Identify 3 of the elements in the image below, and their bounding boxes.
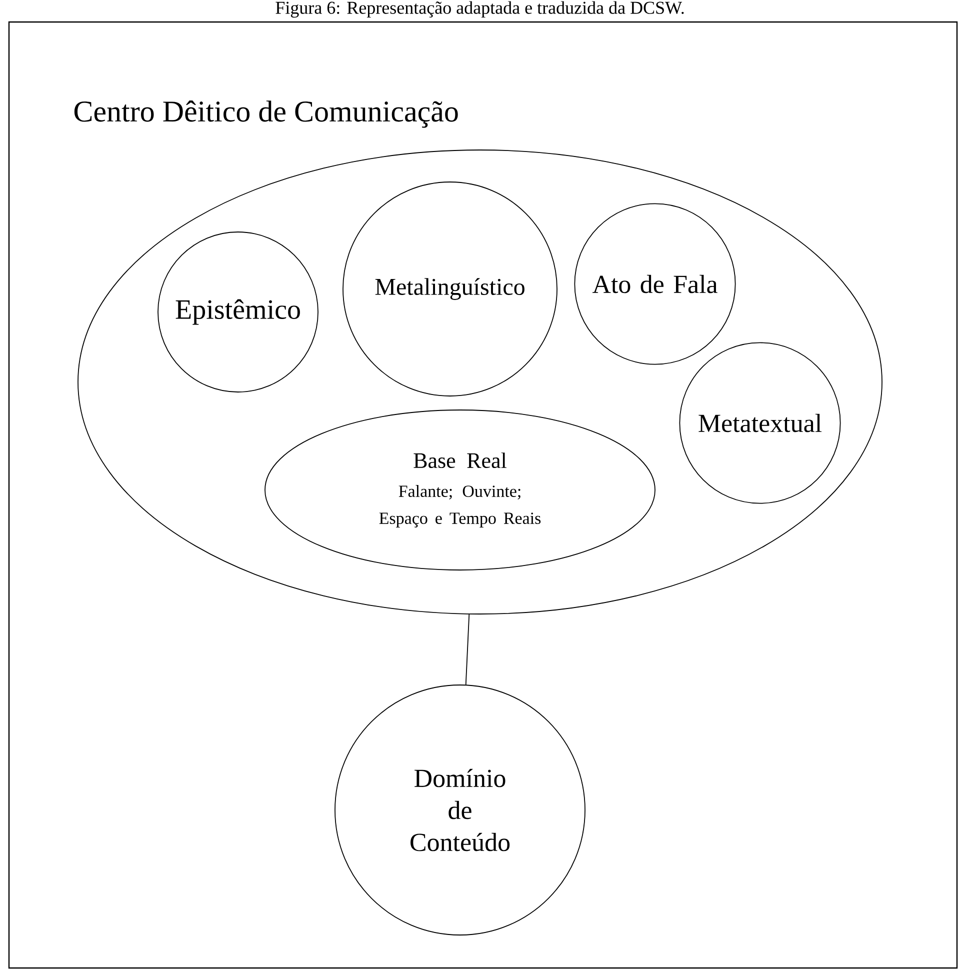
connector-line — [465, 614, 470, 686]
title: Figura 6: Representação adaptada e traduzida da DCSW. — [276, 1, 684, 18]
node-label: Centro Dêitico de Comunicação — [74, 100, 458, 128]
